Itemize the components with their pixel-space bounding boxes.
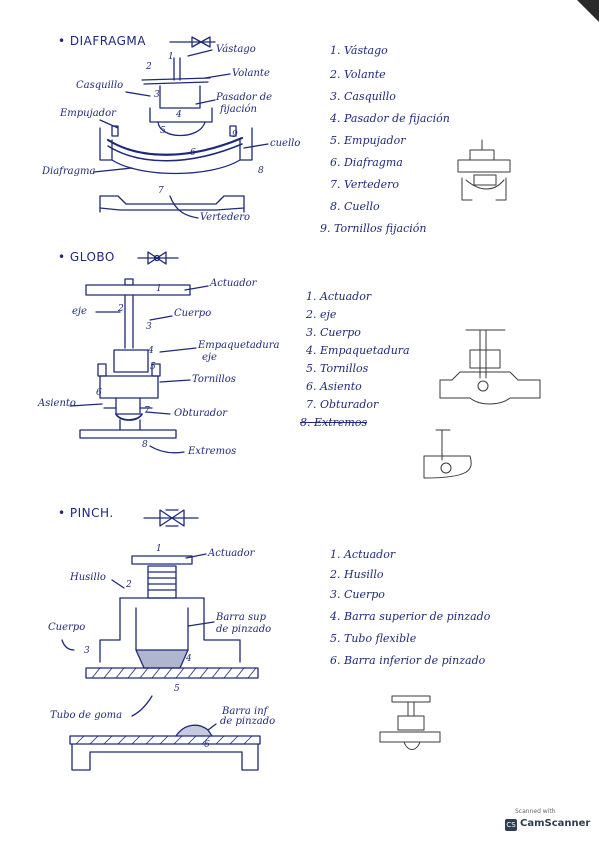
label-pasador-2: fijación (220, 104, 257, 115)
globo-drawing (69, 278, 209, 454)
list-item: 3. Cuerpo (330, 588, 385, 601)
label-husillo: Husillo (70, 572, 106, 583)
label-casquillo: Casquillo (76, 80, 124, 91)
list-item: 1. Vástago (330, 44, 388, 57)
label-eje: eje (72, 306, 87, 317)
label-empaquetadura: Empaquetadura (198, 340, 280, 351)
part-number: 4 (186, 654, 192, 664)
list-item: 2. Husillo (330, 568, 384, 581)
label-cuerpo-pinch: Cuerpo (48, 622, 86, 633)
label-empaquetadura-2: eje (202, 352, 217, 363)
part-number: 6 (96, 388, 102, 398)
part-number: 1 (156, 544, 162, 554)
label-volante: Volante (232, 68, 270, 79)
list-item: 1. Actuador (330, 548, 396, 561)
label-asiento: Asiento (38, 398, 76, 409)
list-item: 2. Volante (330, 68, 386, 81)
globo-heading: • GLOBO (58, 250, 115, 264)
list-item: 3. Casquillo (330, 90, 396, 103)
part-number: 8 (142, 440, 148, 450)
list-item: 4. Barra superior de pinzado (330, 610, 491, 623)
list-item: 6. Asiento (306, 380, 362, 393)
camscanner-badge: Scanned with CS CamScanner (505, 808, 590, 838)
label-actuador-pinch: Actuador (208, 548, 255, 559)
part-number: 2 (146, 62, 152, 72)
list-item: 2. eje (306, 308, 337, 321)
part-number: 2 (126, 580, 132, 590)
pinch-valve-symbol (143, 509, 199, 527)
label-barra-sup: Barra sup (216, 612, 266, 623)
part-number: 7 (158, 186, 164, 196)
part-number: 9 (232, 130, 238, 140)
part-number: 4 (176, 110, 182, 120)
list-item: 5. Tubo flexible (330, 632, 417, 645)
part-number: 3 (154, 90, 160, 100)
part-number: 2 (118, 304, 124, 314)
camscanner-icon: CS (505, 819, 517, 831)
part-number: 3 (84, 646, 90, 656)
list-item: 3. Cuerpo (306, 326, 361, 339)
scan-corner-shadow (577, 0, 599, 22)
diafragma-valve-symbol (169, 36, 216, 48)
label-obturador: Obturador (174, 408, 228, 419)
globo-valve-symbol (137, 251, 179, 265)
diafragma-pencil-sketch (457, 139, 511, 201)
label-tornillos: Tornillos (192, 374, 236, 385)
badge-caption: Scanned with (515, 808, 556, 815)
label-cuerpo: Cuerpo (174, 308, 212, 319)
list-item: 7. Obturador (306, 398, 379, 411)
pinch-pencil-sketch (379, 695, 441, 750)
pinch-heading: • PINCH. (58, 506, 114, 520)
list-item: 5. Tornillos (306, 362, 369, 375)
label-extremos: Extremos (188, 446, 237, 457)
part-number: 6 (204, 740, 210, 750)
part-number: 4 (148, 346, 154, 356)
part-number: 6 (190, 148, 196, 158)
label-pasador: Pasador de (216, 92, 273, 103)
part-number: 8 (258, 166, 264, 176)
label-barra-inf: Barra inf (222, 706, 268, 717)
part-number: 7 (144, 406, 150, 416)
label-diafragma: Diafragma (42, 166, 96, 177)
list-item: 4. Pasador de fijación (330, 112, 450, 125)
part-number: 5 (160, 126, 166, 136)
label-vastago: Vástago (216, 44, 256, 55)
list-item: 8. Cuello (330, 200, 380, 213)
list-item: 1. Actuador (306, 290, 372, 303)
part-number: 3 (146, 322, 152, 332)
label-actuador: Actuador (210, 278, 257, 289)
label-cuello: cuello (270, 138, 301, 149)
part-number: 5 (150, 362, 156, 372)
label-vertedero: Vertedero (200, 212, 251, 223)
label-barra-sup-2: de pinzado (216, 624, 272, 635)
part-number: 1 (156, 284, 162, 294)
list-item: 9. Tornillos fijación (320, 222, 427, 235)
list-item: 8. Extremos (300, 416, 368, 429)
list-item: 5. Empujador (330, 134, 406, 147)
pinch-drawing (61, 553, 261, 771)
label-tubo: Tubo de goma (50, 710, 123, 721)
label-barra-inf-2: de pinzado (220, 716, 276, 727)
list-item: 4. Empaquetadura (306, 344, 410, 357)
part-number: 1 (168, 52, 174, 62)
part-number: 5 (174, 684, 180, 694)
diafragma-drawing (93, 49, 269, 219)
list-item: 6. Barra inferior de pinzado (330, 654, 486, 667)
label-empujador: Empujador (60, 108, 116, 119)
globo-pencil-sketch (423, 329, 541, 479)
list-item: 7. Vertedero (330, 178, 400, 191)
diafragma-heading: • DIAFRAGMA (58, 34, 146, 48)
list-item: 6. Diafragma (330, 156, 403, 169)
badge-name: CamScanner (520, 818, 591, 829)
